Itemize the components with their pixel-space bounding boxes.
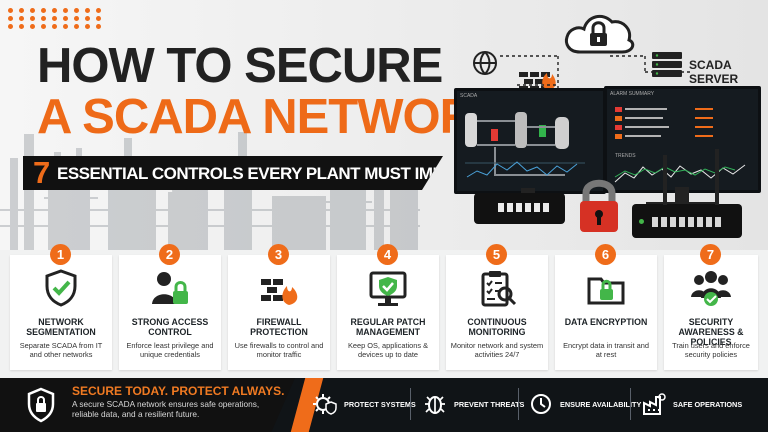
footer-item-label-3: ENSURE AVAILABILITY: [560, 399, 642, 409]
scada-server-label-line-1: SCADA: [689, 58, 732, 72]
trends-label: TRENDS: [615, 153, 636, 159]
bug-icon: [425, 396, 445, 414]
control-description-5: Monitor network and system activities 24…: [450, 341, 544, 360]
footer-item-label-2: PREVENT THREATS: [454, 399, 525, 409]
control-number-7: 7: [700, 244, 721, 265]
user-lock-icon: [152, 272, 188, 304]
footer-separator-3: [630, 388, 631, 420]
padlock-icon: [580, 179, 618, 232]
footer-separator-1: [410, 388, 411, 420]
gear-shield-icon: [313, 394, 337, 415]
footer-message-panel: [0, 378, 295, 432]
footer-separator-2: [518, 388, 519, 420]
control-description-1: Separate SCADA from IT and other network…: [19, 341, 103, 360]
control-number-3: 3: [268, 244, 289, 265]
left-screen-title: SCADA: [460, 93, 478, 99]
hero-section: HOW TO SECURE A SCADA NETWORK: 7 ESSENTI…: [0, 0, 768, 250]
footer-bar: SECURE TODAY. PROTECT ALWAYS. A secure S…: [0, 378, 768, 432]
process-diagram-screen: [465, 112, 585, 178]
clock-icon: [531, 394, 551, 414]
firewall-flame-icon: [261, 279, 298, 305]
network-switch-left: [474, 193, 565, 224]
control-title-7: SECURITY AWARENESS & POLICIES: [678, 317, 744, 348]
control-title-5: CONTINUOUS MONITORING: [467, 317, 527, 338]
factory-icon: [643, 393, 666, 415]
clipboard-search-icon: [481, 271, 517, 307]
footer-item-ensure-availability: ENSURE AVAILABILITY: [529, 389, 641, 419]
page-title-line-1: HOW TO SECURE: [37, 39, 443, 93]
footer-item-label-1: PROTECT SYSTEMS: [344, 399, 416, 409]
control-number-6: 6: [595, 244, 616, 265]
control-card-2: 2 STRONG ACCESS CONTROL Enforce least pr…: [119, 244, 221, 370]
control-description-7: Train users and enforce security policie…: [672, 341, 750, 360]
control-card-3: 3 FIREWALL PROTECTION Use firewalls to c…: [228, 244, 330, 370]
alarm-summary-screen: TRENDS: [614, 107, 746, 183]
footer-item-protect-systems: PROTECT SYSTEMS: [313, 389, 416, 419]
control-card-6: 6 DATA ENCRYPTION Encrypt data in transi…: [555, 244, 657, 370]
cloud-lock-icon: [564, 14, 635, 54]
scada-monitor-right: ALARM SUMMARY TRENDS: [604, 86, 761, 193]
right-screen-title: ALARM SUMMARY: [610, 91, 655, 97]
footer-item-prevent-threats: PREVENT THREATS: [423, 389, 524, 419]
control-title-1: NETWORK SEGMENTATION: [26, 317, 96, 338]
router-status-light: [639, 219, 644, 224]
control-title-4: REGULAR PATCH MANAGEMENT: [350, 317, 426, 338]
shield-check-icon: [45, 269, 77, 307]
team-check-icon: [691, 271, 731, 306]
control-card-5: 5 CONTINUOUS MONITORING Monitor network …: [446, 244, 548, 370]
scada-monitor-left: SCADA: [454, 88, 606, 194]
control-title-6: DATA ENCRYPTION: [564, 317, 648, 327]
scada-server-label-line-2: SERVER: [689, 72, 739, 87]
banner-number: 7: [33, 155, 51, 190]
network-router-right: [632, 204, 742, 238]
footer-item-safe-operations: SAFE OPERATIONS: [642, 389, 742, 419]
control-card-4: 4 REGULAR PATCH MANAGEMENT Keep OS, appl…: [337, 244, 439, 370]
shield-lock-icon: [27, 387, 55, 423]
security-controls-grid: 1 NETWORK SEGMENTATION Separate SCADA fr…: [10, 244, 758, 371]
control-description-3: Use firewalls to control and monitor tra…: [234, 341, 324, 360]
decorative-dot-grid: [8, 8, 104, 29]
footer-headline: SECURE TODAY. PROTECT ALWAYS.: [72, 384, 285, 398]
control-number-5: 5: [486, 244, 507, 265]
controls-banner: 7 ESSENTIAL CONTROLS EVERY PLANT MUST IM…: [23, 156, 443, 190]
control-description-2: Enforce least privilege and unique crede…: [126, 341, 214, 360]
control-card-1: 1 NETWORK SEGMENTATION Separate SCADA fr…: [10, 244, 112, 370]
switch-ports-left: [498, 203, 552, 212]
folder-lock-icon: [587, 277, 625, 305]
control-description-4: Keep OS, applications & devices up to da…: [347, 341, 429, 360]
router-antenna-left: [663, 155, 667, 205]
globe-icon: [473, 51, 497, 75]
monitor-stand-right: [675, 187, 689, 203]
footer-subtitle: A secure SCADA network ensures safe oper…: [72, 399, 260, 419]
control-card-7: 7 SECURITY AWARENESS & POLICIES Train us…: [664, 244, 758, 370]
router-ports: [652, 217, 724, 227]
control-number-2: 2: [159, 244, 180, 265]
monitor-shield-icon: [369, 271, 407, 306]
page-title-line-2: A SCADA NETWORK:: [37, 90, 527, 144]
footer-item-label-4: SAFE OPERATIONS: [673, 399, 743, 409]
scada-server-icon: [652, 52, 682, 77]
control-description-6: Encrypt data in transit and at rest: [563, 341, 649, 360]
control-title-2: STRONG ACCESS CONTROL: [131, 317, 209, 338]
router-antenna-right: [715, 149, 719, 205]
control-number-1: 1: [50, 244, 71, 265]
scada-server-label: SCADA SERVER: [689, 58, 738, 87]
banner-text: ESSENTIAL CONTROLS EVERY PLANT MUST IMPL…: [57, 164, 511, 183]
control-title-3: FIREWALL PROTECTION: [250, 317, 308, 338]
page-title-orange: A SCADA NETWORK: [37, 90, 509, 144]
control-number-4: 4: [377, 244, 398, 265]
